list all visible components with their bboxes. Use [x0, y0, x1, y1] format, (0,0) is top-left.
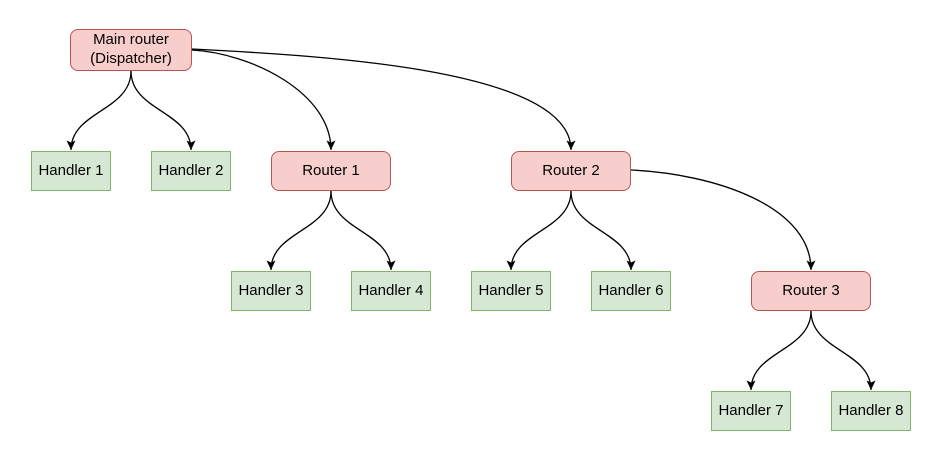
edge-main-router-to-router-1 [191, 49, 336, 151]
edge-router-3-to-handler-7 [746, 310, 812, 391]
node-handler-2: Handler 2 [151, 151, 231, 191]
edge-router-1-to-handler-3 [266, 190, 332, 271]
edge-router-1-to-handler-4 [330, 190, 396, 271]
node-handler-7: Handler 7 [711, 391, 791, 431]
node-handler-8: Handler 8 [831, 391, 911, 431]
node-router-3: Router 3 [751, 271, 871, 311]
node-handler-1: Handler 1 [31, 151, 111, 191]
edge-router-2-to-handler-6 [570, 190, 636, 271]
edge-router-2-to-handler-5 [506, 190, 572, 271]
edge-router-3-to-handler-8 [810, 310, 876, 391]
node-handler-4: Handler 4 [351, 271, 431, 311]
node-main-router: Main router (Dispatcher) [70, 29, 192, 71]
node-handler-6: Handler 6 [591, 271, 671, 311]
node-router-2: Router 2 [511, 151, 631, 191]
edge-main-router-to-router-2 [191, 48, 576, 151]
edge-main-router-to-handler-1 [66, 70, 132, 151]
edge-router-2-to-router-3 [630, 169, 816, 271]
node-handler-3: Handler 3 [231, 271, 311, 311]
edge-main-router-to-handler-2 [130, 70, 196, 151]
node-router-1: Router 1 [271, 151, 391, 191]
node-handler-5: Handler 5 [471, 271, 551, 311]
